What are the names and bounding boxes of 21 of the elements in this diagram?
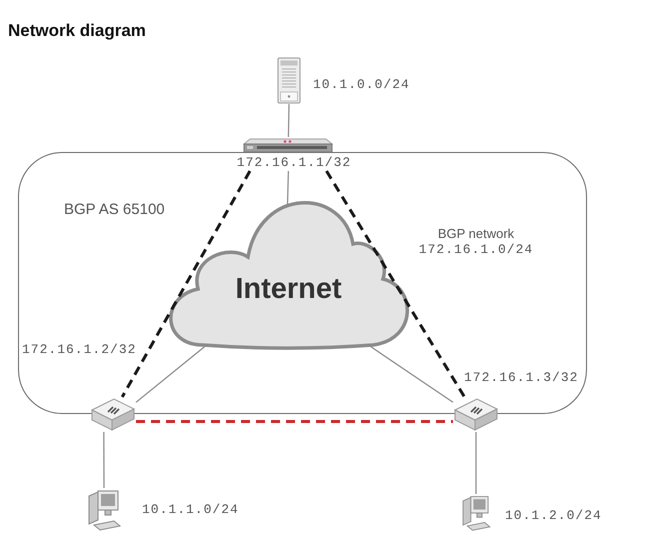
link-line	[475, 432, 477, 494]
dashed-link-line	[120, 170, 252, 398]
network-address-label: 172.16.1.0/24	[418, 243, 534, 258]
diagram-title: Network diagram	[8, 21, 146, 41]
network-boundary	[18, 152, 587, 414]
subnet-label: 10.1.2.0/24	[505, 509, 602, 524]
network-heading: BGP network	[438, 227, 514, 242]
link-line	[136, 344, 208, 403]
ip-address-label: 172.16.1.1/32	[236, 156, 352, 171]
ip-address-label: 172.16.1.2/32	[22, 343, 136, 358]
dashed-link-line	[136, 420, 453, 423]
dashed-link-line	[325, 170, 466, 398]
link-line	[286, 170, 289, 205]
ip-address-label: 172.16.1.3/32	[464, 371, 578, 386]
subnet-label: 10.1.1.0/24	[142, 503, 239, 518]
as-number-label: BGP AS 65100	[64, 201, 165, 218]
link-line	[288, 104, 290, 138]
subnet-label: 10.1.0.0/24	[313, 78, 410, 93]
cloud-label: Internet	[235, 272, 342, 306]
link-line	[367, 344, 454, 403]
link-line	[103, 432, 105, 488]
